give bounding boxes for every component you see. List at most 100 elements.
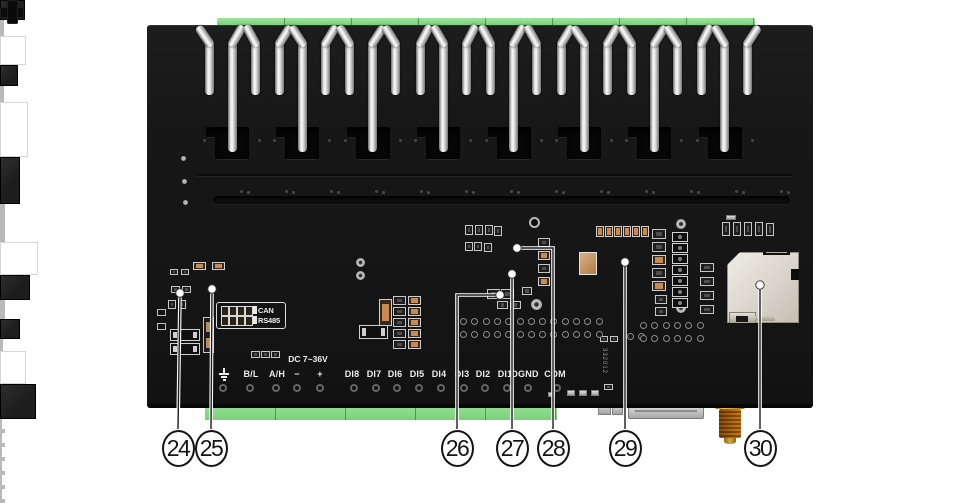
- chip-pin: [0, 466, 2, 472]
- header-pad: [561, 331, 569, 338]
- smd-component: [485, 225, 493, 235]
- smd-component: [475, 225, 483, 235]
- terminal-label-di6: DI6: [387, 369, 403, 379]
- terminal-label-b-l: B/L: [243, 369, 259, 379]
- input-driver-chip-outline: [0, 102, 28, 157]
- dip-switch-pad: [245, 306, 253, 316]
- sma-antenna-thread: [719, 409, 741, 438]
- soic8-chip: [0, 65, 18, 86]
- chip-pin: [0, 341, 3, 344]
- smd-component: [474, 242, 482, 251]
- chip-pin: [0, 485, 5, 488]
- relay-pin-slot: [628, 127, 638, 138]
- relay-pin-lead: [461, 40, 471, 95]
- terminal-solder-pad: [350, 384, 358, 392]
- via-dot: [330, 190, 333, 193]
- relay-pin-lead: [391, 40, 401, 95]
- through-hole-pad: [672, 298, 688, 308]
- smd-component: [393, 318, 406, 327]
- smd-component: [676, 303, 686, 313]
- smd-component: [271, 351, 280, 358]
- chip-pin: [0, 457, 5, 460]
- chip-pin: [0, 433, 2, 439]
- panel-groove: [213, 196, 790, 205]
- solder-dot: [695, 139, 699, 142]
- header-pad: [640, 335, 647, 342]
- solder-dot: [625, 139, 629, 142]
- chip-pin: [0, 339, 3, 342]
- solder-dot: [680, 139, 684, 142]
- header-pad: [651, 335, 659, 342]
- chip-pin: [0, 28, 4, 30]
- smd-component: [465, 225, 473, 235]
- header-pad: [516, 318, 524, 325]
- solder-dot: [555, 139, 558, 142]
- smd-component: [700, 263, 714, 272]
- chip-pin: [0, 314, 5, 317]
- chip-pin: [0, 300, 5, 303]
- smd-component: [393, 307, 406, 316]
- smd-component: [529, 217, 540, 228]
- relay-pin-lead: [227, 40, 237, 152]
- terminal-label-+: +: [317, 369, 323, 379]
- relay-pin-lead: [626, 40, 636, 95]
- relay-pin-slot: [346, 127, 356, 138]
- header-pad: [573, 318, 580, 325]
- chip-pin: [0, 431, 5, 434]
- relay-pin-lead: [486, 40, 496, 95]
- solder-dot: [484, 139, 488, 142]
- dip-switch-pad: [221, 316, 229, 326]
- smd-component: [170, 269, 178, 275]
- relay-pin-lead: [509, 40, 519, 152]
- smd-component: [393, 296, 406, 305]
- relay-pin-lead: [672, 40, 682, 95]
- header-pad: [651, 322, 659, 329]
- smd-component: [652, 281, 666, 291]
- terminal-solder-pad: [503, 384, 511, 392]
- chip-pin: [0, 343, 3, 346]
- header-pad: [685, 335, 693, 342]
- relay-pin-lead: [250, 40, 260, 95]
- dip-switch-pad: [237, 316, 245, 326]
- smd-component: [356, 271, 365, 280]
- chip-pin: [0, 230, 5, 233]
- chip-pin: [0, 309, 5, 313]
- header-pad: [471, 331, 479, 338]
- chip-pin: [0, 204, 5, 207]
- dip-switch-pad: [229, 316, 237, 326]
- chip-pin: [0, 302, 5, 306]
- smd-component: [168, 300, 176, 309]
- dip-switch-pad: [237, 306, 245, 316]
- relay-pin-lead: [297, 40, 307, 152]
- terminal-solder-pad: [481, 384, 489, 392]
- via-dot: [600, 190, 603, 193]
- smd-component: [733, 222, 741, 236]
- header-pad: [482, 318, 490, 325]
- chip-pin: [0, 347, 3, 350]
- relay-pin-lead: [556, 40, 566, 95]
- chip-pin: [0, 220, 5, 224]
- chip-pin: [0, 213, 5, 216]
- terminal-label-di3: DI3: [454, 369, 470, 379]
- solder-dot: [328, 139, 332, 142]
- chip-pin: [0, 223, 5, 226]
- terminal-solder-pad: [219, 384, 227, 392]
- smd-component: [632, 226, 640, 237]
- smd-component: [652, 242, 666, 252]
- smd-component: [484, 243, 492, 252]
- header-pad: [595, 331, 603, 338]
- sd-card-slot: [727, 252, 799, 323]
- via-dot: [465, 190, 468, 193]
- chip-pin: [0, 494, 2, 500]
- via-dot: [690, 190, 693, 193]
- chip-pin: [0, 100, 4, 102]
- chip-pin: [0, 92, 4, 94]
- power-rating-label: DC 7~36V: [288, 354, 328, 364]
- relay-pin-lead: [274, 40, 284, 95]
- smd-component: [181, 269, 189, 275]
- smd-component: [623, 226, 631, 237]
- smd-component: [579, 390, 587, 396]
- via-dot: [555, 190, 558, 193]
- chip-pin: [0, 443, 5, 446]
- terminal-solder-pad: [272, 384, 280, 392]
